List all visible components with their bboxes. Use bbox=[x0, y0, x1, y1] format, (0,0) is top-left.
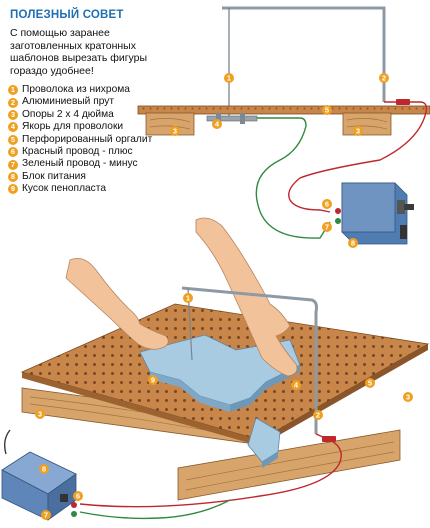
callout-3d: 3 bbox=[403, 392, 413, 402]
svg-text:3: 3 bbox=[406, 393, 410, 402]
legend-number: 2 bbox=[8, 97, 18, 108]
legend-number: 7 bbox=[8, 159, 18, 170]
callout-3: 3 bbox=[170, 126, 180, 136]
svg-text:4: 4 bbox=[215, 120, 220, 129]
svg-text:3: 3 bbox=[38, 410, 42, 419]
legend-label: Зеленый провод - минус bbox=[22, 158, 138, 170]
callout-8: 8 bbox=[348, 238, 358, 248]
callout-1b: 1 bbox=[183, 293, 193, 303]
legend-item: 7 Зеленый провод - минус bbox=[8, 158, 152, 170]
callout-9: 9 bbox=[148, 375, 158, 385]
svg-text:7: 7 bbox=[44, 511, 48, 520]
aluminium-rod bbox=[222, 6, 386, 102]
callout-8b: 8 bbox=[39, 464, 49, 474]
svg-text:3: 3 bbox=[173, 127, 177, 136]
support-left bbox=[145, 112, 195, 136]
svg-text:8: 8 bbox=[42, 465, 46, 474]
svg-text:1: 1 bbox=[186, 294, 190, 303]
side-view bbox=[137, 6, 430, 239]
callout-5: 5 bbox=[322, 105, 332, 115]
foam-small bbox=[247, 417, 281, 463]
legend-label: Красный провод - плюс bbox=[22, 145, 133, 157]
main-rod bbox=[181, 286, 318, 434]
callout-6: 6 bbox=[322, 199, 332, 209]
callout-1: 1 bbox=[224, 73, 234, 83]
board-edge-holes bbox=[138, 106, 430, 114]
legend-item: 9 Кусок пенопласта bbox=[8, 183, 152, 195]
legend-label: Опоры 2 х 4 дюйма bbox=[22, 108, 114, 120]
legend-label: Алюминиевый прут bbox=[22, 96, 115, 108]
svg-text:2: 2 bbox=[316, 411, 320, 420]
legend-label: Якорь для проволоки bbox=[22, 121, 124, 133]
svg-text:5: 5 bbox=[325, 106, 329, 115]
legend-label: Проволока из нихрома bbox=[22, 84, 130, 95]
power-supply-bottom bbox=[1, 429, 77, 521]
legend-label: Блок питания bbox=[22, 170, 86, 182]
svg-text:5: 5 bbox=[368, 379, 372, 388]
main-green-wire bbox=[79, 499, 231, 520]
legend-label: Перфорированный оргалит bbox=[22, 133, 153, 145]
green-wire-top bbox=[255, 117, 331, 239]
svg-text:6: 6 bbox=[76, 492, 80, 501]
hand-left bbox=[65, 257, 169, 350]
tip-text: С помощью заранее заготовленных кратонны… bbox=[10, 27, 148, 77]
legend-item: 8 Блок питания bbox=[8, 171, 152, 183]
svg-text:8: 8 bbox=[351, 239, 355, 248]
legend-number: 6 bbox=[8, 147, 18, 158]
legend-item: 5 Перфорированный оргалит bbox=[8, 134, 152, 146]
callouts: 1 2 3 3 4 5 6 7 8 9 1 3 3 5 2 4 8 6 7 bbox=[35, 73, 413, 520]
red-wire-top bbox=[288, 101, 428, 213]
tip-title: ПОЛЕЗНЫЙ СОВЕТ bbox=[10, 9, 124, 21]
hand-right bbox=[195, 217, 298, 377]
callout-6b: 6 bbox=[73, 491, 83, 501]
main-red-wire bbox=[79, 433, 342, 508]
legend-number: 5 bbox=[8, 134, 18, 145]
legend-number: 8 bbox=[8, 171, 18, 182]
svg-text:2: 2 bbox=[382, 74, 386, 83]
hands bbox=[65, 217, 298, 377]
svg-text:6: 6 bbox=[325, 200, 329, 209]
support-right bbox=[342, 112, 392, 136]
svg-text:7: 7 bbox=[325, 223, 329, 232]
power-supply-top bbox=[335, 182, 414, 245]
legend-item: 2 Алюминиевый прут bbox=[8, 96, 152, 108]
callout-7b: 7 bbox=[41, 510, 51, 520]
svg-text:3: 3 bbox=[356, 127, 360, 136]
callout-3b: 3 bbox=[353, 126, 363, 136]
legend-number: 3 bbox=[8, 109, 18, 120]
legend-item: 3 Опоры 2 х 4 дюйма bbox=[8, 109, 152, 121]
legend-number: 1 bbox=[8, 85, 18, 96]
svg-text:1: 1 bbox=[227, 74, 231, 83]
callout-4b: 4 bbox=[291, 380, 301, 390]
svg-text:4: 4 bbox=[294, 381, 299, 390]
callout-3c: 3 bbox=[35, 409, 45, 419]
callout-2: 2 bbox=[379, 73, 389, 83]
legend-item: 4 Якорь для проволоки bbox=[8, 121, 152, 133]
callout-4: 4 bbox=[212, 119, 222, 129]
callout-2b: 2 bbox=[313, 410, 323, 420]
legend-number: 4 bbox=[8, 122, 18, 133]
legend-label: Кусок пенопласта bbox=[22, 183, 106, 195]
legend-item: 6 Красный провод - плюс bbox=[8, 146, 152, 158]
support-back bbox=[177, 429, 401, 501]
callout-7: 7 bbox=[322, 222, 332, 232]
legend-item: 1 Проволока из нихрома bbox=[8, 84, 152, 96]
svg-text:9: 9 bbox=[151, 376, 155, 385]
legend-number: 9 bbox=[8, 184, 18, 195]
callout-5b: 5 bbox=[365, 378, 375, 388]
